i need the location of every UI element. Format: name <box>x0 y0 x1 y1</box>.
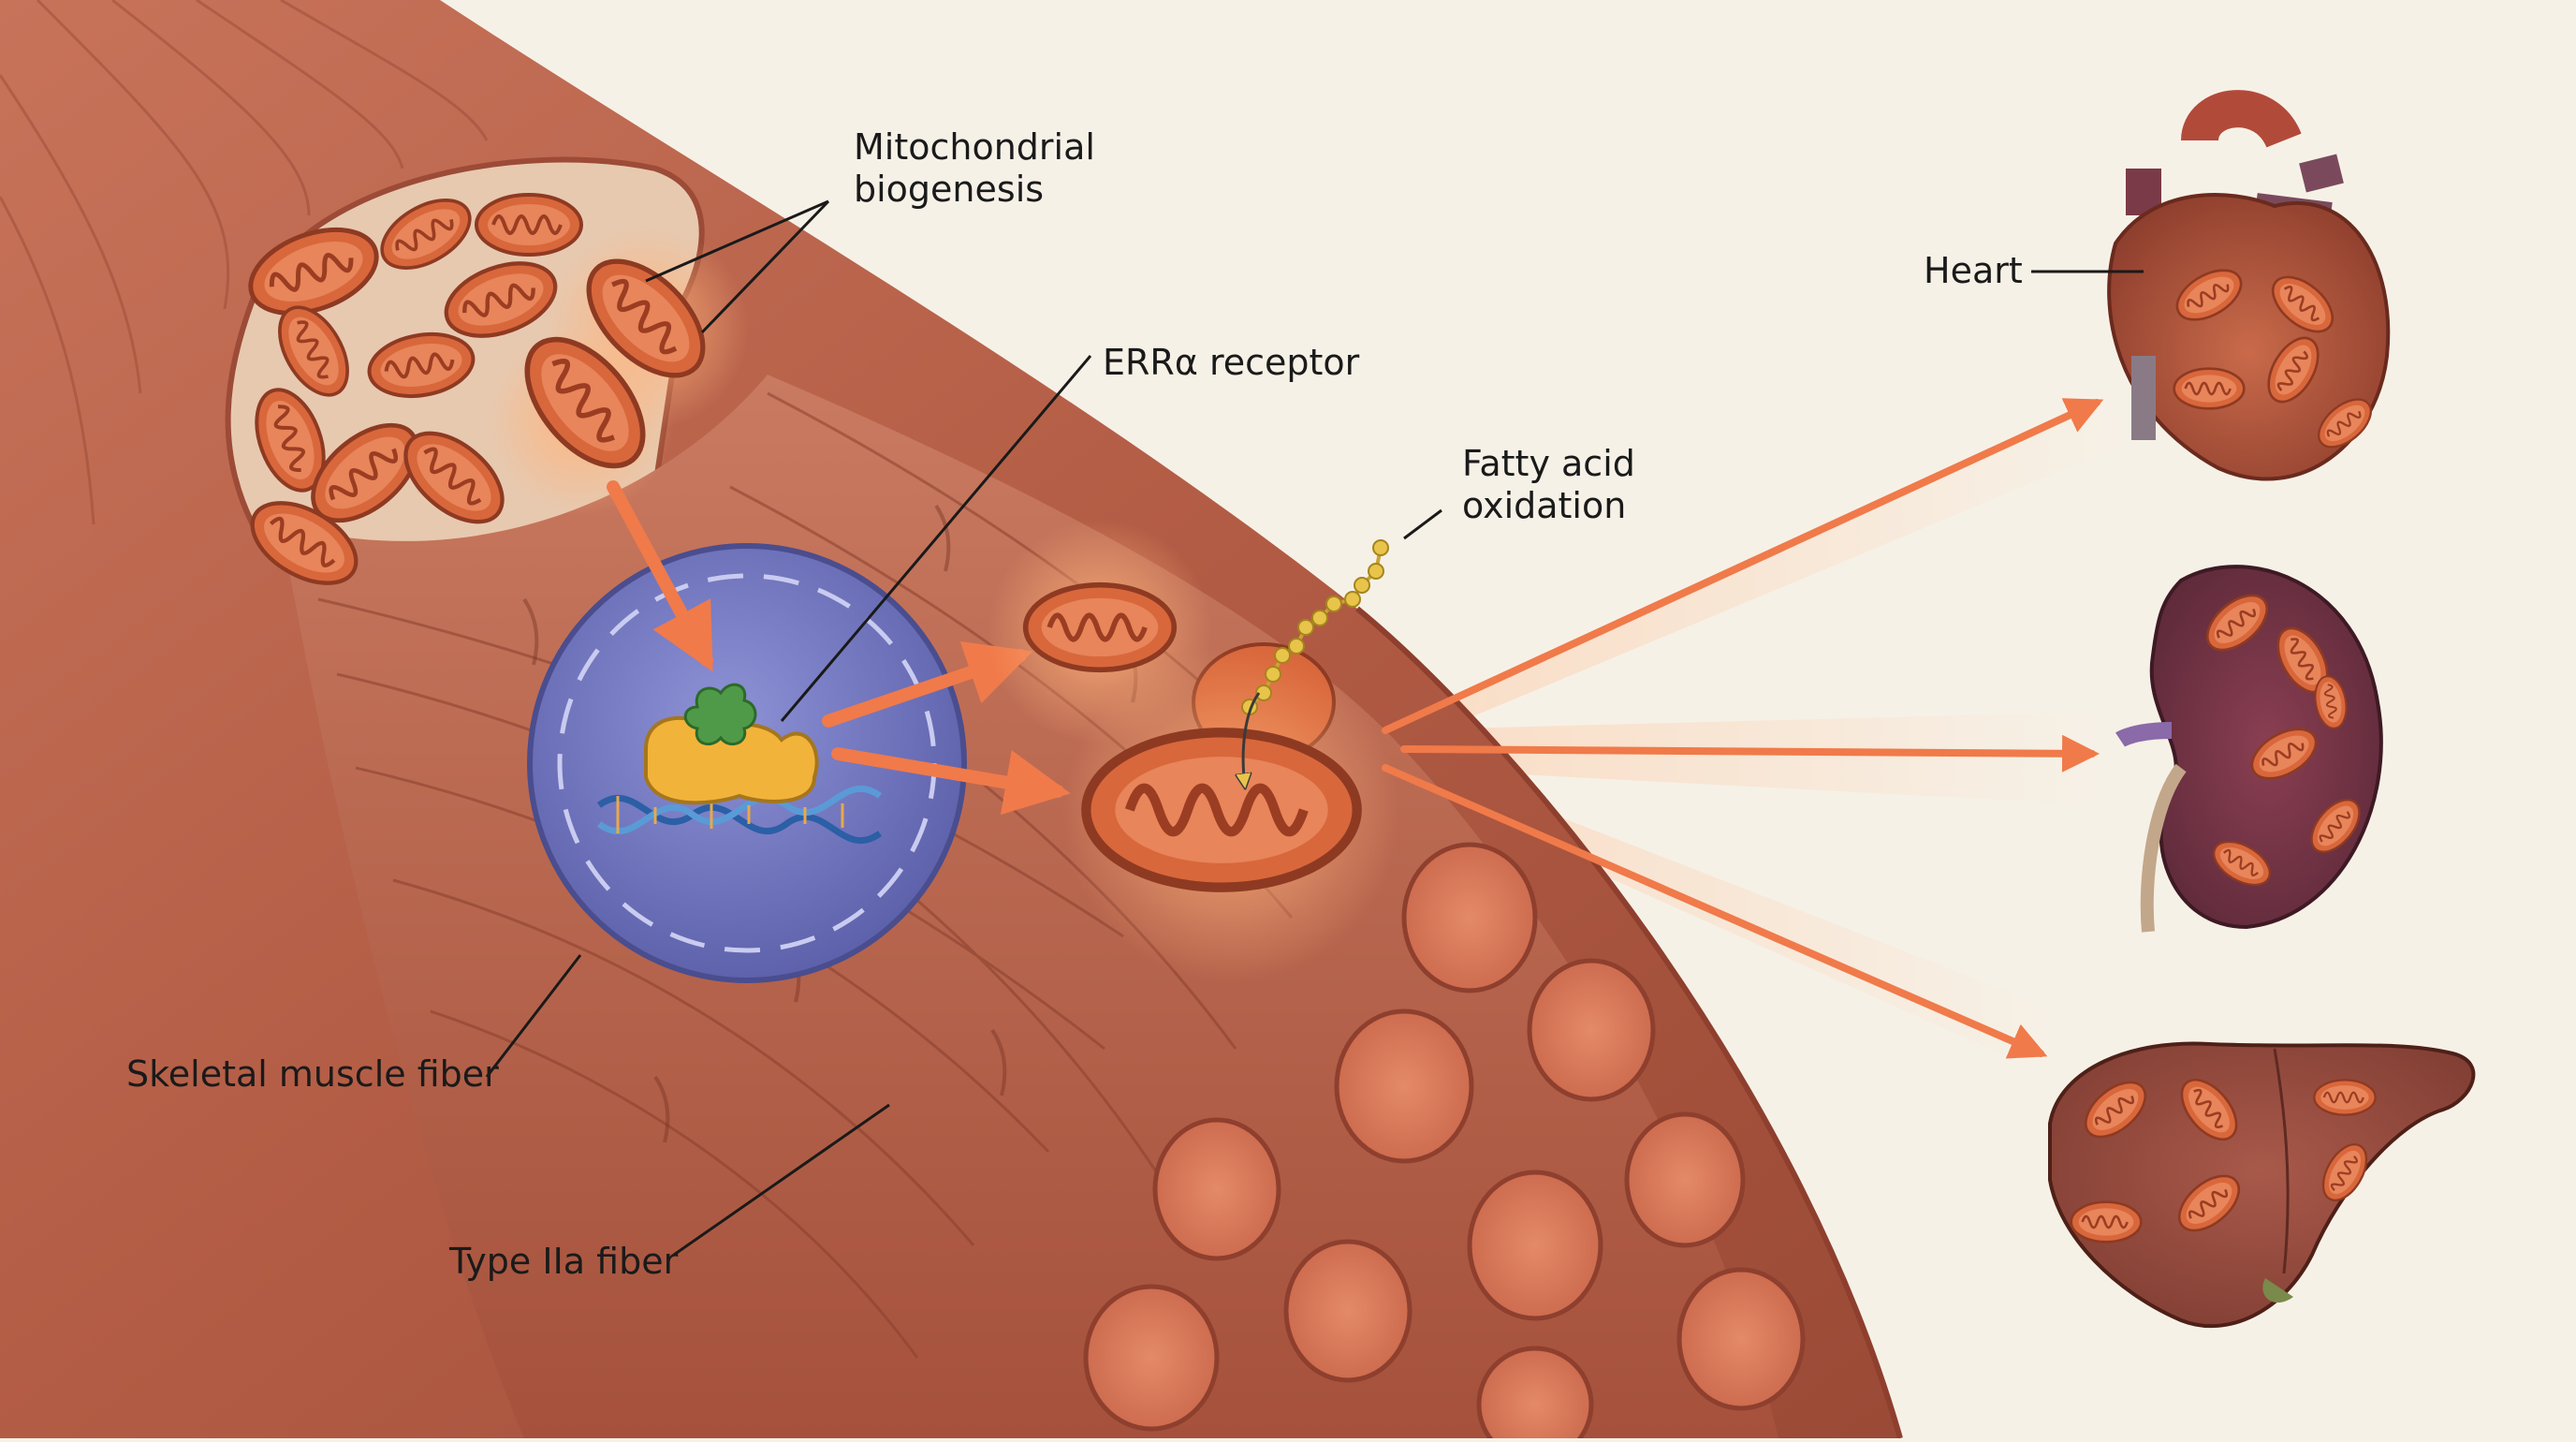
label-skeletal-muscle-fiber: Skeletal muscle fiber <box>126 1053 499 1095</box>
erra-receptor <box>644 683 819 805</box>
nucleus <box>527 543 967 983</box>
label-fatty-acid-line2: oxidation <box>1462 485 1626 526</box>
mitochondria-cluster <box>239 184 749 599</box>
kidney-icon <box>2115 565 2383 933</box>
fatty-acid-chain <box>1242 539 1389 787</box>
label-type-iia-fiber: Type IIa fiber <box>448 1241 679 1282</box>
dna-helix <box>596 786 883 844</box>
oxidation-mitochondria <box>988 520 1399 983</box>
label-erra-receptor: ERRα receptor <box>1103 342 1360 383</box>
labels: Mitochondrial biogenesis ERRα receptor F… <box>126 126 2023 1282</box>
label-mitochondrial-line1: Mitochondrial <box>854 126 1095 168</box>
liver-icon <box>2048 1041 2476 1329</box>
leader-lines <box>485 199 2144 1257</box>
heart-icon <box>2107 90 2391 481</box>
label-fatty-acid-line1: Fatty acid <box>1462 443 1635 484</box>
label-heart: Heart <box>1924 250 2023 291</box>
label-mitochondrial-line2: biogenesis <box>854 169 1044 210</box>
signal-arrows <box>607 398 2104 1059</box>
fibril-cross-sections <box>1083 842 1806 1442</box>
